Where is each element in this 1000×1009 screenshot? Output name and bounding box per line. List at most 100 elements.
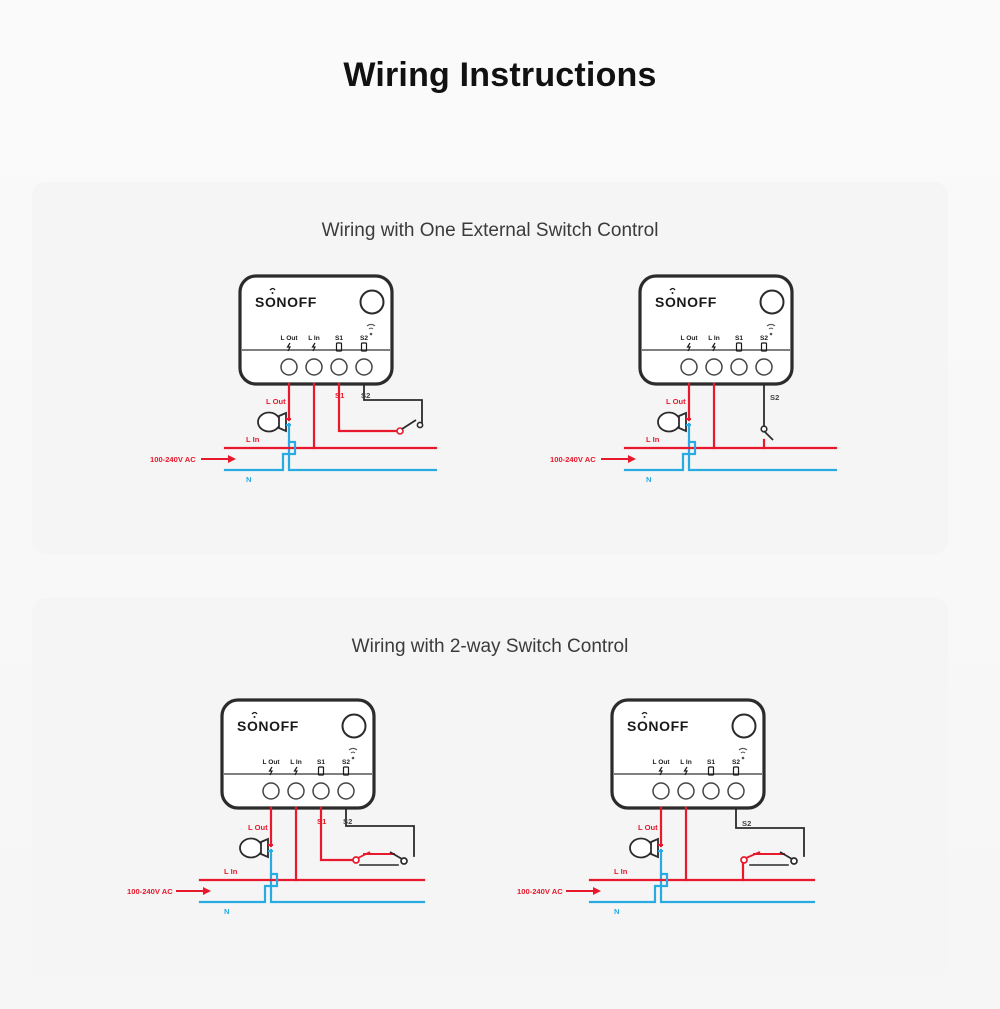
svg-text:S2: S2 (360, 335, 368, 342)
lightning-bolt-icon (686, 342, 691, 352)
lightning-bolt-icon (683, 766, 688, 776)
label-l-out: L Out (638, 823, 658, 832)
wiring-lines (566, 806, 816, 904)
svg-text:S2: S2 (342, 759, 350, 766)
terminal-holes (680, 358, 773, 376)
svg-text:SONOFF: SONOFF (255, 294, 317, 310)
pairing-button-icon (759, 289, 785, 315)
card-title: Wiring with One External Switch Control (321, 220, 659, 241)
switch-port-icon (732, 766, 740, 776)
switch-port-icon (335, 342, 343, 352)
sonoff-device-module: SONOFF L Out L In S1 S2 (220, 698, 376, 810)
label-s2: S2 (343, 817, 352, 826)
svg-text:L Out: L Out (262, 759, 280, 766)
two-way-switch-right (389, 851, 408, 865)
label-l-out: L Out (666, 397, 686, 406)
switch-port-icon (360, 342, 368, 352)
label-s2: S2 (742, 819, 751, 828)
label-supply: 100-240V AC (127, 887, 173, 896)
label-l-out: L Out (266, 397, 286, 406)
svg-text:L In: L In (290, 759, 302, 766)
terminal-icons (286, 342, 368, 352)
label-neutral: N (224, 907, 229, 916)
sonoff-logo: SONOFF (237, 711, 298, 734)
page-title: Wiring Instructions (343, 56, 657, 94)
terminal-holes (280, 358, 373, 376)
svg-text:S1: S1 (735, 335, 743, 342)
card-title: Wiring with 2-way Switch Control (351, 636, 629, 657)
label-s1: S1 (335, 391, 345, 400)
svg-text:SONOFF: SONOFF (627, 718, 689, 734)
diagram-two-way-s1-s2: SONOFF L Out L In S1 S2 (127, 698, 432, 928)
sonoff-logo: SONOFF (655, 287, 717, 310)
svg-text:L Out: L Out (280, 335, 298, 342)
svg-text:L Out: L Out (680, 335, 698, 342)
wire-text-labels: L Out L In N S1 S2 100-240V AC (150, 391, 370, 484)
external-switch-symbol (396, 419, 424, 435)
wifi-signal-icon (366, 323, 376, 336)
sonoff-logo: SONOFF (627, 711, 689, 734)
pairing-button-icon (341, 713, 367, 739)
svg-text:S1: S1 (707, 759, 715, 766)
label-supply: 100-240V AC (550, 455, 596, 464)
sonoff-device-module: SONOFF L Out L In S1 S2 (638, 274, 794, 386)
wifi-signal-icon (766, 323, 776, 336)
lightning-bolt-icon (293, 766, 298, 776)
lightning-bolt-icon (658, 766, 663, 776)
wire-text-labels: L Out L In N S2 100-240V AC (517, 819, 751, 916)
lightning-bolt-icon (268, 766, 273, 776)
label-supply: 100-240V AC (150, 455, 196, 464)
pairing-button-icon (359, 289, 385, 315)
two-way-switch-right (779, 851, 798, 865)
switch-port-icon (317, 766, 325, 776)
label-s1: S1 (317, 817, 327, 826)
card-one-external-switch: Wiring with One External Switch Control … (32, 182, 948, 554)
lightning-bolt-icon (286, 342, 291, 352)
light-bulb-icon (629, 837, 663, 859)
terminal-labels: L Out L In S1 S2 (262, 759, 350, 766)
two-way-switch-left (352, 851, 371, 864)
two-way-switch-left (740, 851, 761, 864)
svg-text:L In: L In (680, 759, 692, 766)
diagram-one-switch-s1: SONOFF L Out L In (150, 274, 440, 494)
svg-text:S1: S1 (317, 759, 325, 766)
wifi-signal-icon (348, 747, 358, 760)
wiring-lines (601, 382, 838, 472)
label-supply: 100-240V AC (517, 887, 563, 896)
terminal-holes (652, 782, 745, 800)
svg-text:L In: L In (308, 335, 320, 342)
terminal-labels: L Out L In S1 S2 (652, 759, 740, 766)
label-neutral: N (614, 907, 619, 916)
svg-text:L In: L In (708, 335, 720, 342)
label-s2: S2 (361, 391, 370, 400)
label-neutral: N (646, 475, 651, 484)
terminal-icons (686, 342, 768, 352)
light-bulb-icon (657, 411, 691, 433)
diagram-one-switch-s2: SONOFF L Out L In S1 S2 (550, 274, 840, 494)
wire-text-labels: L Out L In N S1 S2 100-240V AC (127, 817, 352, 916)
switch-port-icon (342, 766, 350, 776)
svg-text:L Out: L Out (652, 759, 670, 766)
pairing-button-icon (731, 713, 757, 739)
svg-text:SONOFF: SONOFF (655, 294, 717, 310)
switch-port-icon (735, 342, 743, 352)
terminal-labels: L Out L In S1 S2 (280, 335, 368, 342)
svg-text:S2: S2 (732, 759, 740, 766)
label-l-in: L In (224, 867, 238, 876)
lightning-bolt-icon (311, 342, 316, 352)
svg-text:S1: S1 (335, 335, 343, 342)
external-switch-symbol (760, 425, 774, 441)
label-l-in: L In (646, 435, 660, 444)
svg-text:S2: S2 (760, 335, 768, 342)
switch-port-icon (707, 766, 715, 776)
light-bulb-icon (257, 411, 291, 433)
sonoff-logo: SONOFF (255, 287, 317, 310)
terminal-icons (658, 766, 740, 776)
terminal-labels: L Out L In S1 S2 (680, 335, 768, 342)
wifi-signal-icon (738, 747, 748, 760)
label-l-in: L In (246, 435, 260, 444)
wiring-lines (201, 382, 438, 472)
terminal-holes (262, 782, 355, 800)
wiring-lines (176, 806, 426, 904)
label-neutral: N (246, 475, 251, 484)
